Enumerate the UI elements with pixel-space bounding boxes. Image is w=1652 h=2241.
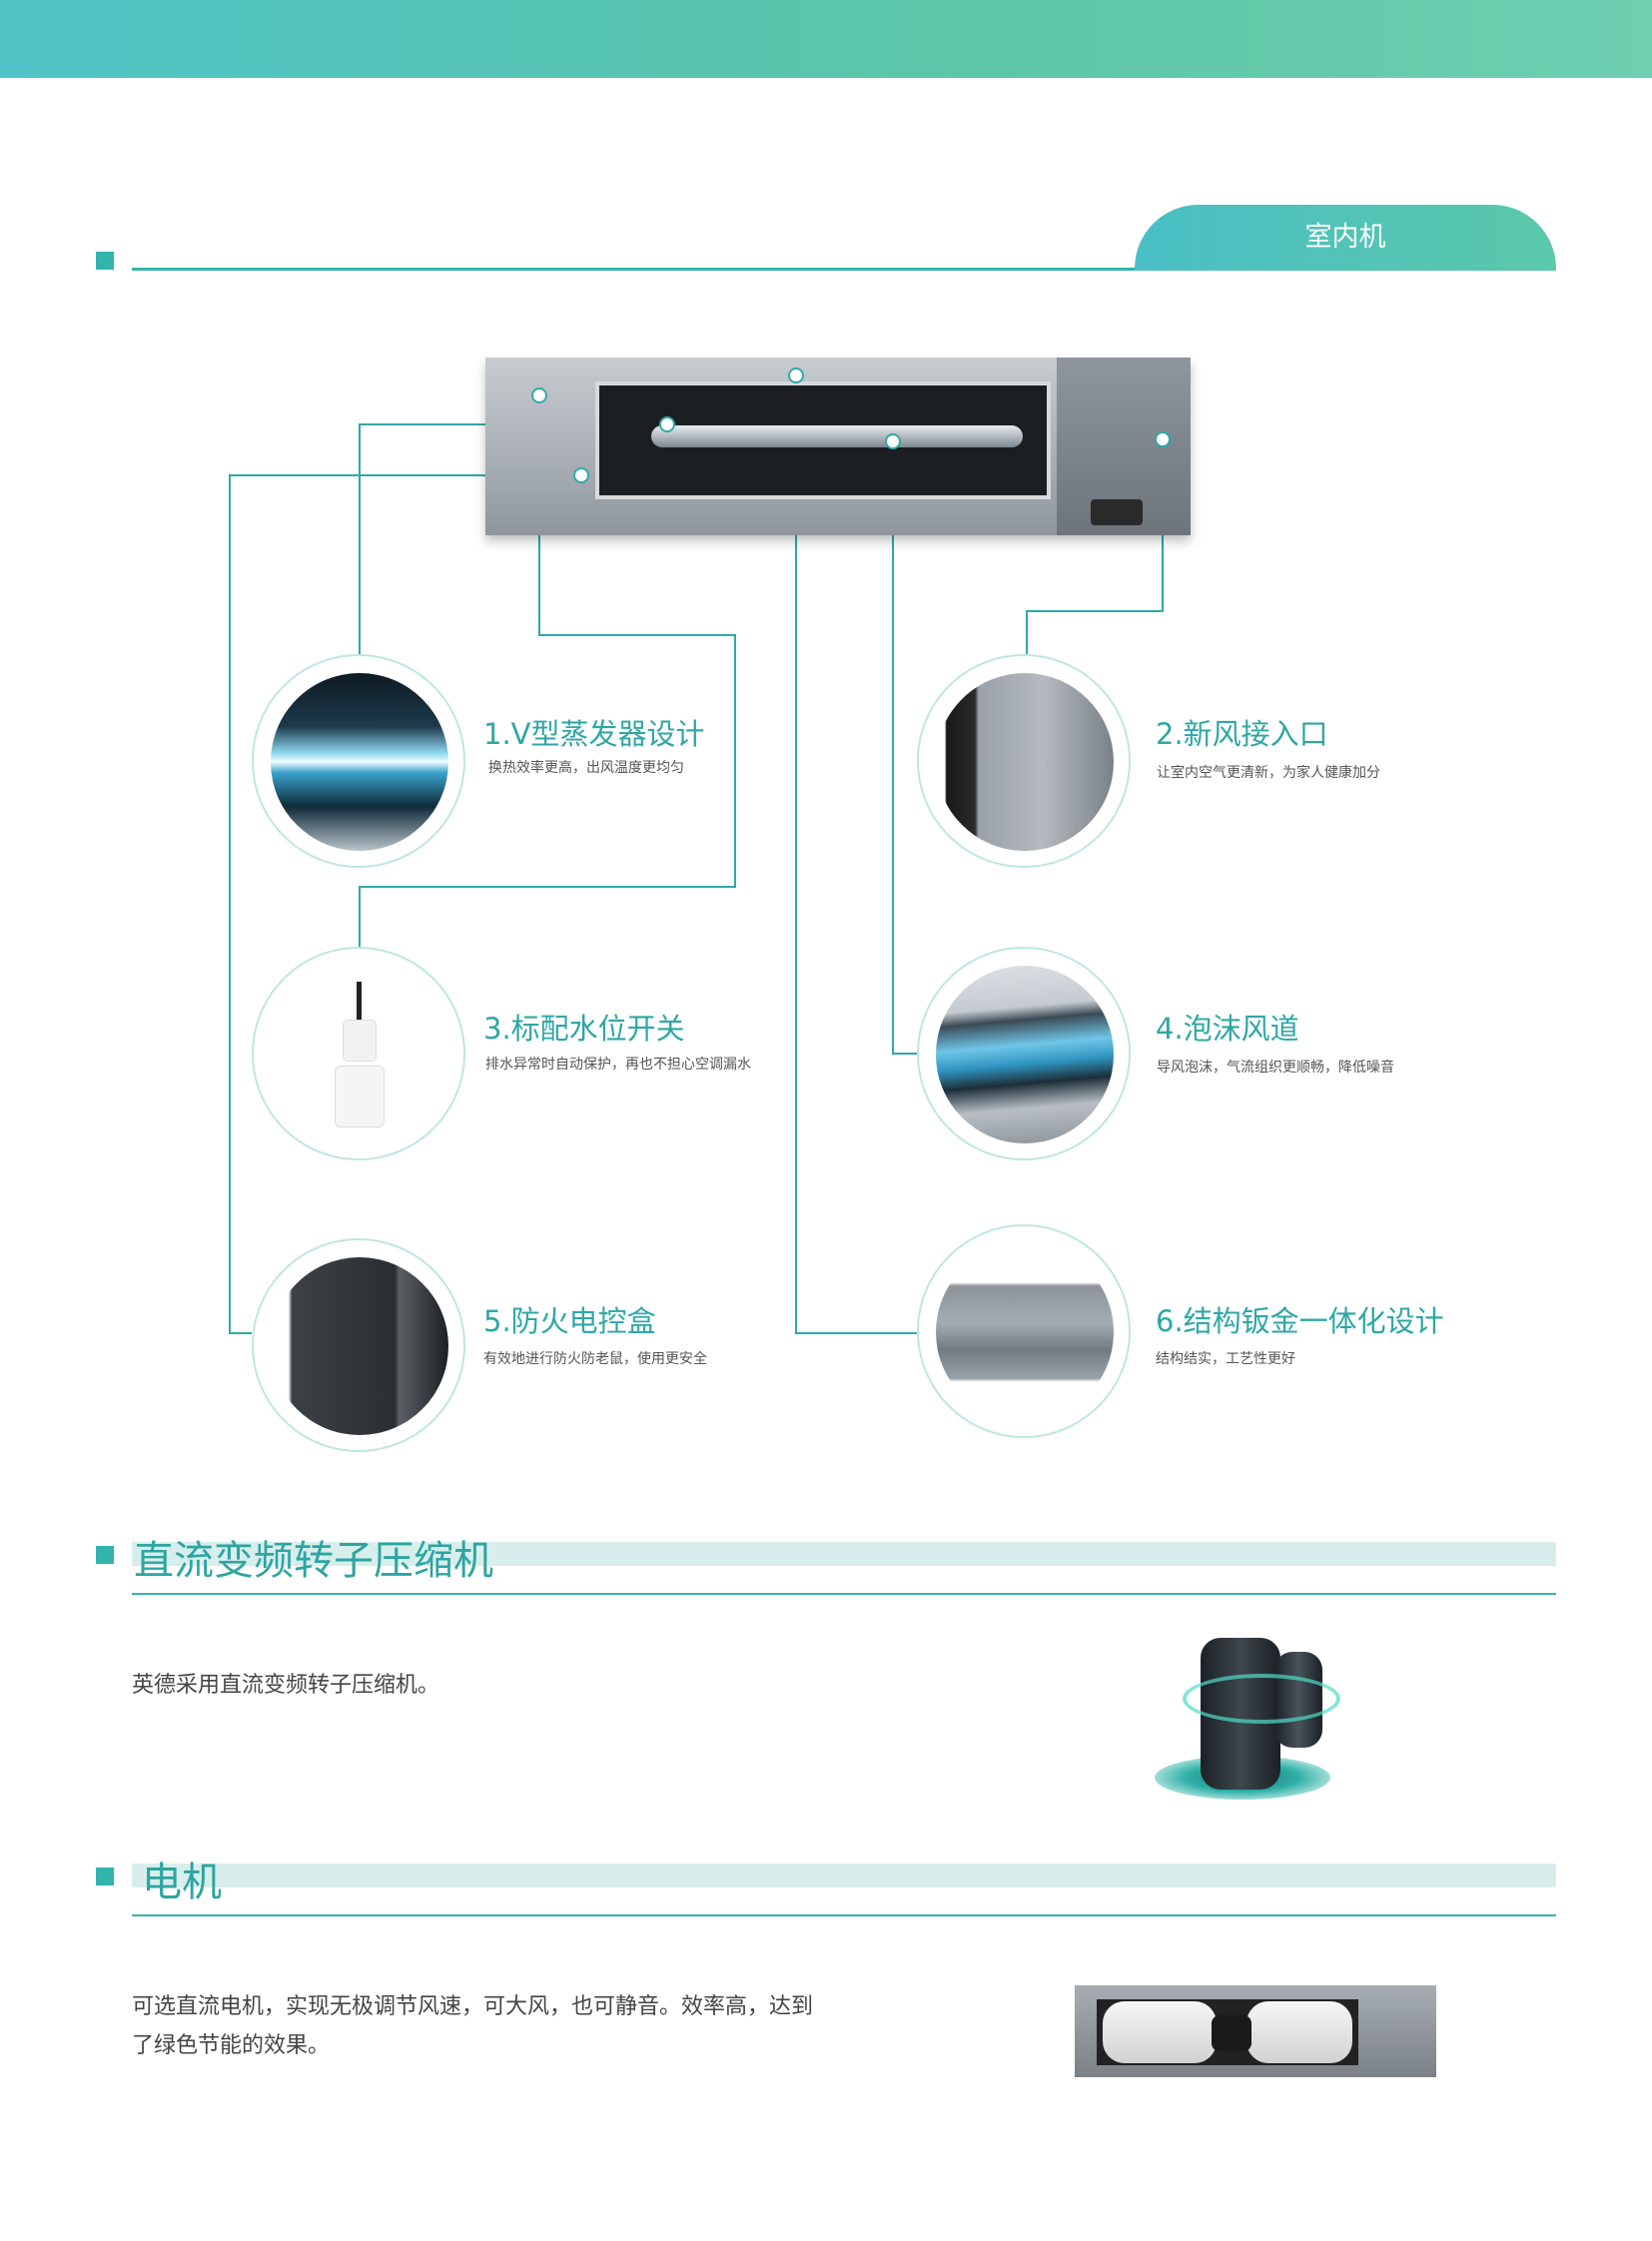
feature-description: 导风泡沫，气流组织更顺畅，降低噪音 bbox=[1157, 1060, 1394, 1076]
section-marker-square bbox=[96, 1546, 114, 1564]
feature-title: 2.新风接入口 bbox=[1156, 717, 1328, 751]
callout-dot bbox=[788, 368, 804, 383]
compressor-glow-ring bbox=[1183, 1674, 1340, 1724]
section-divider-line bbox=[132, 1914, 1556, 1916]
switch-cable bbox=[357, 982, 362, 1022]
section-divider-line bbox=[132, 1593, 1556, 1595]
feature-description: 让室内空气更清新，为家人健康加分 bbox=[1157, 765, 1380, 781]
motor-section-title: 电机 bbox=[142, 1860, 222, 1905]
section-marker-square bbox=[96, 252, 114, 270]
sheet-metal-structure bbox=[936, 1243, 1114, 1421]
feature-circle-evaporator bbox=[252, 654, 465, 868]
blower-wheel-right bbox=[1246, 2001, 1352, 2063]
feature-title: 3.标配水位开关 bbox=[483, 1012, 685, 1046]
feature-title: 5.防火电控盒 bbox=[483, 1304, 656, 1338]
connector-lines bbox=[229, 375, 1164, 1334]
section-header-bar bbox=[132, 1864, 1556, 1887]
feature-circle-fresh-air bbox=[917, 654, 1131, 868]
compressor-description: 英德采用直流变频转子压缩机。 bbox=[132, 1673, 440, 1698]
feature-description: 排水异常时自动保护，再也不担心空调漏水 bbox=[485, 1057, 751, 1073]
feature-title: 6.结构钣金一体化设计 bbox=[1156, 1304, 1444, 1338]
callout-dot bbox=[573, 467, 589, 483]
feature-description: 换热效率更高，出风温度更均匀 bbox=[488, 760, 684, 776]
top-color-band bbox=[0, 0, 1652, 78]
blower-wheel-left bbox=[1103, 2001, 1217, 2063]
foam-duct-closeup bbox=[936, 966, 1114, 1143]
feature-title: 1.V型蒸发器设计 bbox=[483, 717, 705, 751]
unit-evaporator-bar bbox=[651, 425, 1023, 447]
callout-dot bbox=[1155, 431, 1171, 447]
section-header-bar bbox=[132, 1542, 1556, 1566]
fresh-air-inlet-closeup bbox=[936, 673, 1114, 851]
callout-dot bbox=[659, 416, 675, 432]
motor-description-line2: 了绿色节能的效果。 bbox=[132, 2033, 331, 2058]
motor-description-line1: 可选直流电机，实现无极调节风速，可大风，也可静音。效率高，达到 bbox=[132, 1994, 814, 2019]
callout-dot bbox=[885, 433, 901, 449]
feature-circle-foam-duct bbox=[917, 947, 1131, 1160]
feature-title: 4.泡沫风道 bbox=[1156, 1012, 1299, 1046]
compressor-section-title: 直流变频转子压缩机 bbox=[134, 1538, 493, 1584]
feature-circle-water-switch bbox=[252, 947, 465, 1160]
feature-circle-control-box bbox=[252, 1238, 465, 1452]
callout-dot bbox=[531, 387, 547, 403]
evaporator-closeup bbox=[271, 673, 448, 851]
water-level-switch bbox=[271, 966, 448, 1143]
feature-description: 结构结实，工艺性更好 bbox=[1156, 1351, 1295, 1367]
section-marker-square bbox=[96, 1868, 114, 1885]
feature-circle-sheet-metal bbox=[917, 1224, 1131, 1438]
feature-description: 有效地进行防火防老鼠，使用更安全 bbox=[483, 1351, 707, 1367]
switch-float bbox=[335, 1066, 385, 1127]
indoor-unit-tab: 室内机 bbox=[1135, 205, 1556, 271]
switch-body bbox=[343, 1020, 377, 1062]
fireproof-control-box bbox=[271, 1257, 448, 1435]
header-divider-line bbox=[132, 268, 1556, 271]
motor-core bbox=[1212, 2015, 1251, 2051]
unit-drain-pipe bbox=[1091, 499, 1143, 525]
